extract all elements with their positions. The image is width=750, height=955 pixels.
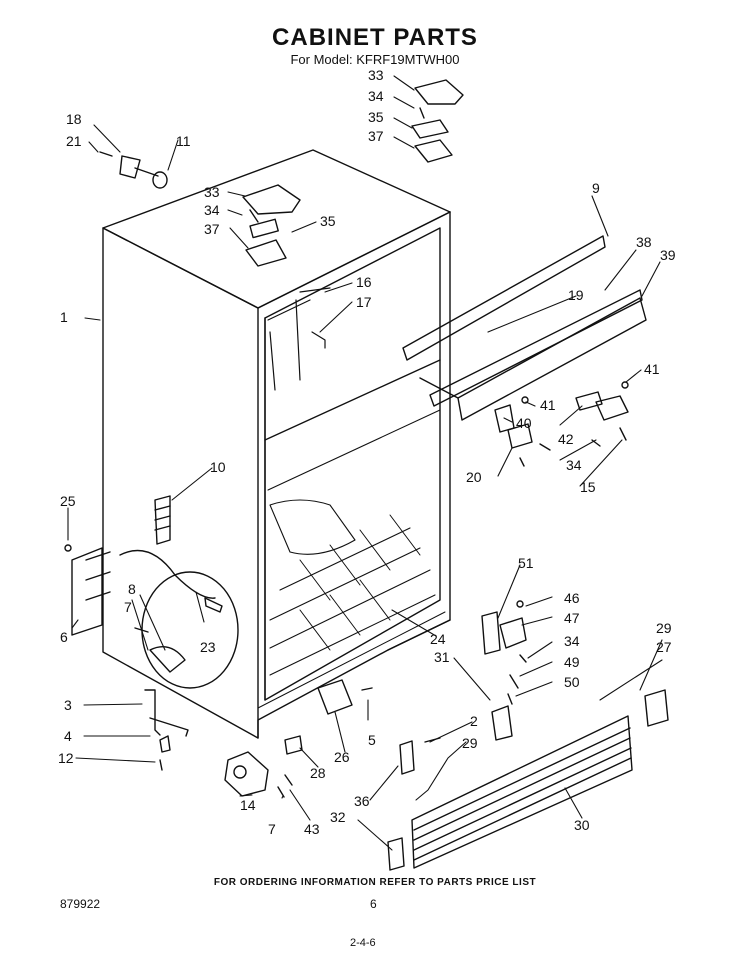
callout-20: 20 bbox=[466, 469, 482, 485]
callout-15: 15 bbox=[580, 479, 596, 495]
callout-34-upper: 34 bbox=[368, 88, 384, 104]
cabinet-body bbox=[102, 149, 451, 739]
callout-30: 30 bbox=[574, 817, 590, 833]
page-code: 2-4-6 bbox=[350, 937, 376, 949]
callout-23: 23 bbox=[200, 639, 216, 655]
callout-37-lower: 37 bbox=[204, 221, 220, 237]
callout-46: 46 bbox=[564, 590, 580, 606]
callout-50: 50 bbox=[564, 674, 580, 690]
callout-39: 39 bbox=[660, 247, 676, 263]
bottom-hinge-assembly bbox=[481, 600, 527, 705]
callout-16: 16 bbox=[356, 274, 372, 290]
callout-5: 5 bbox=[368, 732, 376, 748]
callout-40: 40 bbox=[516, 415, 532, 431]
callout-51: 51 bbox=[518, 555, 534, 571]
document-number: 879922 bbox=[60, 897, 101, 911]
callout-38: 38 bbox=[636, 234, 652, 250]
callout-37-upper: 37 bbox=[368, 128, 384, 144]
page-number: 6 bbox=[370, 897, 377, 911]
leader-lines bbox=[67, 75, 663, 851]
callout-12: 12 bbox=[58, 750, 74, 766]
callout-28: 28 bbox=[310, 765, 326, 781]
callout-11: 11 bbox=[176, 133, 191, 149]
callout-10: 10 bbox=[210, 459, 226, 475]
callout-26: 26 bbox=[334, 749, 350, 765]
upper-right-hinge-assembly bbox=[411, 79, 464, 163]
control-bracket bbox=[64, 544, 111, 636]
callout-6: 6 bbox=[60, 629, 68, 645]
callout-27: 27 bbox=[656, 639, 672, 655]
callout-1: 1 bbox=[60, 309, 68, 325]
drain-parts-left bbox=[144, 689, 189, 771]
callout-41-mid: 41 bbox=[540, 397, 556, 413]
callout-34-right: 34 bbox=[566, 457, 582, 473]
callout-7-bottom: 7 bbox=[268, 821, 276, 837]
callout-42: 42 bbox=[558, 431, 574, 447]
callout-36: 36 bbox=[354, 793, 370, 809]
callout-47: 47 bbox=[564, 610, 580, 626]
callout-35-lower: 35 bbox=[320, 213, 336, 229]
roller-assembly bbox=[224, 751, 293, 798]
leveling-parts bbox=[284, 679, 373, 755]
callout-labels: 33 34 35 37 18 21 11 33 34 37 35 9 38 39… bbox=[58, 67, 676, 837]
callout-25: 25 bbox=[60, 493, 76, 509]
callout-32: 32 bbox=[330, 809, 346, 825]
callout-17: 17 bbox=[356, 294, 372, 310]
callout-2: 2 bbox=[470, 713, 478, 729]
callout-43: 43 bbox=[304, 821, 320, 837]
callout-21: 21 bbox=[66, 133, 82, 149]
top-hinge-assembly bbox=[242, 184, 301, 267]
callout-9: 9 bbox=[592, 180, 600, 196]
callout-33-upper: 33 bbox=[368, 67, 384, 83]
callout-18: 18 bbox=[66, 111, 82, 127]
callout-33-lower: 33 bbox=[204, 184, 220, 200]
callout-3: 3 bbox=[64, 697, 72, 713]
breaker-strips bbox=[402, 235, 647, 421]
model-subtitle: For Model: KFRF19MTWH00 bbox=[290, 52, 460, 67]
callout-49: 49 bbox=[564, 654, 580, 670]
drain-tube bbox=[154, 495, 171, 545]
callout-7-left: 7 bbox=[124, 599, 132, 615]
callout-34-lower: 34 bbox=[204, 202, 220, 218]
callout-29-right: 29 bbox=[656, 620, 672, 636]
callout-35-upper: 35 bbox=[368, 109, 384, 125]
callout-4: 4 bbox=[64, 728, 72, 744]
callout-29-mid: 29 bbox=[462, 735, 478, 751]
callout-34-bottom: 34 bbox=[564, 633, 580, 649]
callout-14: 14 bbox=[240, 797, 256, 813]
callout-31: 31 bbox=[434, 649, 450, 665]
callout-41-right: 41 bbox=[644, 361, 660, 377]
callout-8: 8 bbox=[128, 581, 136, 597]
door-stop-parts bbox=[99, 151, 168, 189]
ordering-info-note: FOR ORDERING INFORMATION REFER TO PARTS … bbox=[213, 877, 537, 888]
callout-24: 24 bbox=[430, 631, 446, 647]
kick-plate bbox=[411, 715, 633, 869]
callout-19: 19 bbox=[568, 287, 584, 303]
page-title: CABINET PARTS bbox=[272, 24, 478, 51]
